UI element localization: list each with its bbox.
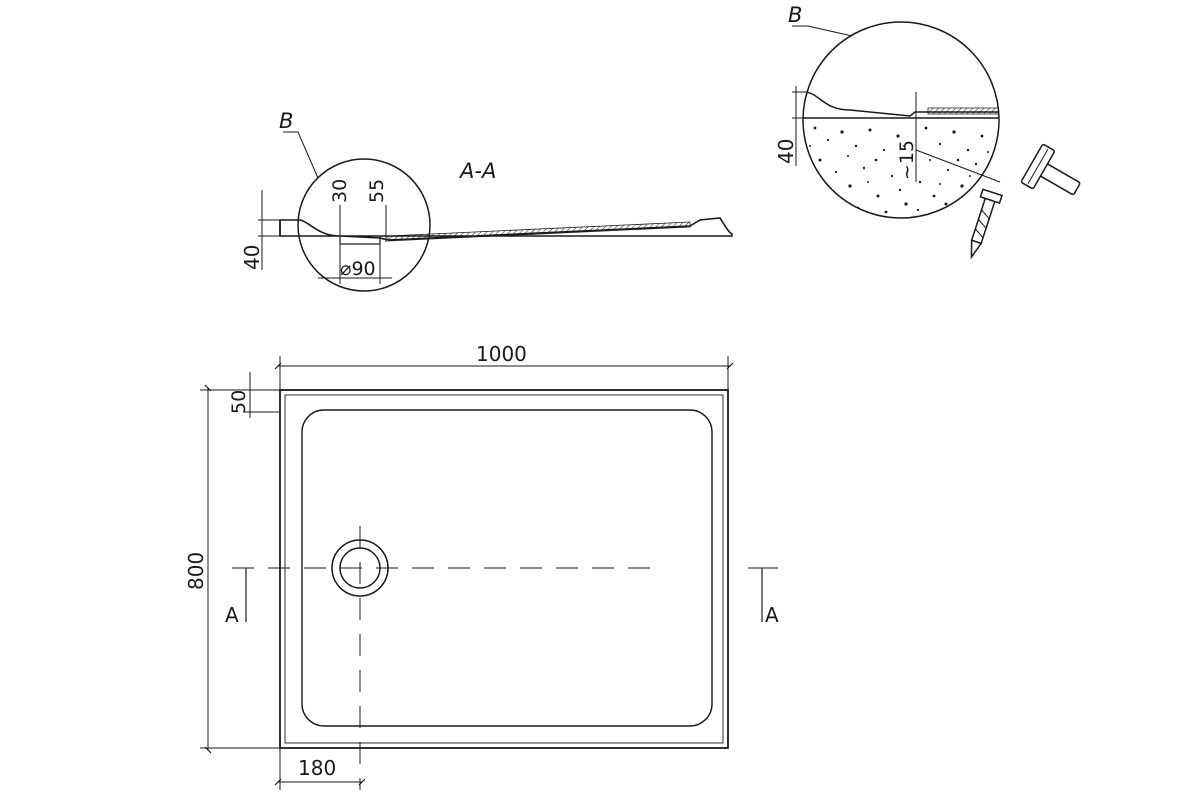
detail-dim-40-label: 40	[774, 139, 798, 164]
detail-dim-15-label: ~15	[896, 140, 918, 180]
detail-hatch	[927, 107, 999, 115]
detail-circle-b	[297, 158, 431, 292]
dim-drain-offset-label: 180	[298, 756, 336, 780]
dim-depth-label: 800	[184, 552, 208, 590]
detail-view: B 40 ~15	[774, 3, 1081, 260]
tray-rim	[284, 394, 724, 744]
section-marker-left: A	[225, 603, 239, 627]
dim-drain-label: ⌀90	[340, 258, 376, 280]
dim-30-label: 30	[329, 179, 351, 203]
dim-55-label: 55	[366, 179, 388, 203]
detail-label: B	[788, 3, 802, 27]
dim-40-label: 40	[240, 245, 264, 270]
tray-basin	[301, 409, 713, 727]
section-title: A-A	[458, 159, 496, 183]
tray-outer	[279, 389, 729, 749]
section-view: A-A B 40 30 55 ⌀90	[240, 109, 733, 292]
dim-width-label: 1000	[476, 342, 527, 366]
dim-rim-label: 50	[228, 390, 250, 414]
detail-circle	[802, 21, 1000, 219]
tray-profile	[279, 217, 733, 245]
detail-ref-label: B	[279, 109, 293, 133]
hammer-icon	[1020, 143, 1081, 196]
profile-hatch	[387, 221, 691, 242]
section-marker-right: A	[765, 603, 779, 627]
wall-plug-icon	[970, 188, 1003, 260]
plan-view: A A 1000 800 50 180	[184, 342, 779, 790]
